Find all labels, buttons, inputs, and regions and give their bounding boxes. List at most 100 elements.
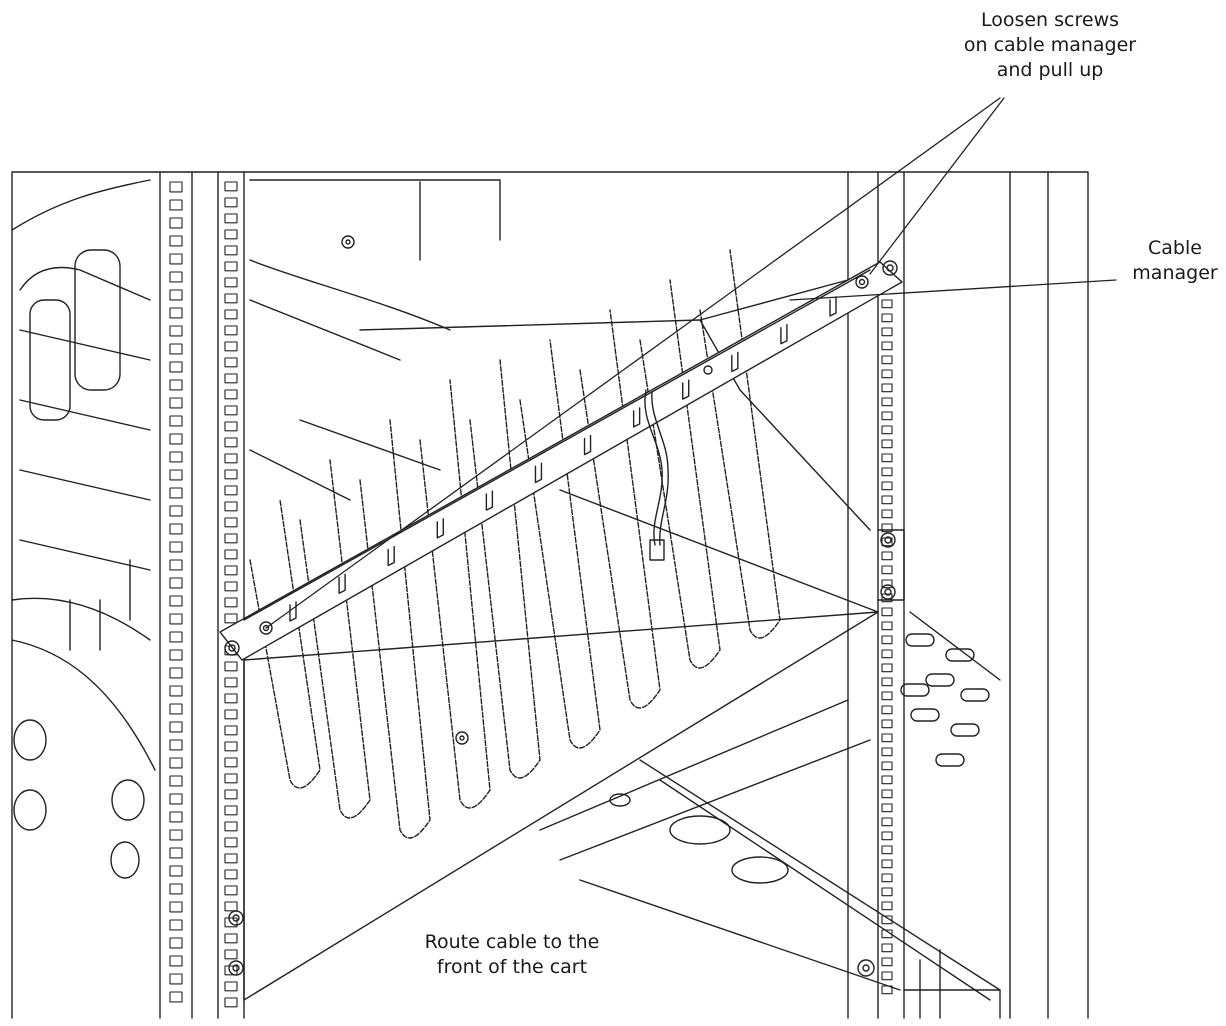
rail-slot: [169, 253, 183, 265]
manager-tab: [682, 379, 690, 400]
rail-slot: [224, 613, 238, 624]
rail-slot: [169, 343, 183, 355]
rail-slot: [224, 581, 238, 592]
rail-slot: [169, 433, 183, 445]
rail-slot: [881, 565, 893, 575]
rail-slot: [224, 517, 238, 528]
rail-slot: [224, 709, 238, 720]
rail-slot: [881, 803, 893, 813]
back-panel: [249, 179, 871, 531]
slot-divider: [699, 249, 781, 639]
slot-divider: [359, 419, 431, 839]
rail-slot: [169, 541, 183, 553]
rail-slot: [169, 955, 183, 967]
rail-slot: [169, 595, 183, 607]
shelf-screws: [228, 235, 896, 977]
rail-slot: [881, 831, 893, 841]
rail-slot: [881, 775, 893, 785]
rail-slot: [169, 235, 183, 247]
rail-slot: [881, 747, 893, 757]
callout-line: and pull up: [996, 59, 1104, 81]
rail-slot: [881, 971, 893, 981]
rail-slot: [881, 495, 893, 505]
callout-line: on cable manager: [963, 34, 1137, 56]
rail-slot: [224, 997, 238, 1008]
rail-slot: [169, 703, 183, 715]
rail-slot: [224, 229, 238, 240]
slot-dividers: [249, 249, 781, 839]
rail-slot: [169, 361, 183, 373]
rail-slot: [881, 705, 893, 715]
rail-slot: [224, 949, 238, 960]
rail-slot: [881, 481, 893, 491]
rail-slot: [224, 453, 238, 464]
rail-slot: [881, 887, 893, 897]
rail-slot: [224, 341, 238, 352]
rail-slot: [881, 299, 893, 309]
callout-route-cable: Route cable to the front of the cart: [392, 930, 632, 980]
manager-tab: [338, 573, 346, 594]
rail-slot: [881, 369, 893, 379]
callout-line: front of the cart: [436, 956, 588, 978]
slot-divider: [249, 499, 321, 789]
cable: [644, 389, 669, 561]
rail-slot: [169, 469, 183, 481]
rail-slot: [169, 631, 183, 643]
rail-slot: [169, 523, 183, 535]
rail-slot: [169, 307, 183, 319]
rail-slot: [224, 469, 238, 480]
rail-slot: [224, 485, 238, 496]
slot-divider: [299, 459, 371, 819]
rail-slot: [169, 415, 183, 427]
rail-slot: [224, 917, 238, 928]
callout-line: Cable: [1148, 237, 1202, 259]
rail-slot: [881, 523, 893, 533]
rail-slot: [169, 667, 183, 679]
vent-slot: [950, 723, 980, 737]
rail-slot: [169, 271, 183, 283]
cable-manager-bar: [219, 260, 903, 661]
vent-slot: [925, 673, 955, 687]
right-rail: [847, 171, 905, 1019]
slot-divider: [519, 339, 601, 749]
rail-slot: [169, 829, 183, 841]
rail-slot: [881, 537, 893, 547]
rail-slot: [881, 915, 893, 925]
rail-slot: [224, 869, 238, 880]
rail-slot: [224, 437, 238, 448]
rail-slot: [881, 817, 893, 827]
rail-slot: [881, 957, 893, 967]
rear-left-rail: [159, 171, 193, 1019]
rail-slot: [224, 789, 238, 800]
rail-slot: [881, 579, 893, 589]
rail-slot: [224, 245, 238, 256]
shelf: [243, 489, 1001, 1001]
vent-slot: [900, 683, 930, 697]
vent-slots: [900, 633, 990, 767]
manager-tab: [436, 518, 444, 539]
rail-slot: [881, 873, 893, 883]
rail-slot: [224, 309, 238, 320]
rail-slot: [224, 213, 238, 224]
rail-slot: [881, 509, 893, 519]
rail-slot: [881, 677, 893, 687]
callout-line: Loosen screws: [980, 9, 1120, 31]
callout-line: manager: [1132, 262, 1218, 284]
rail-slot: [169, 883, 183, 895]
rail-slot: [169, 739, 183, 751]
rail-slot: [881, 327, 893, 337]
rail-slot: [881, 467, 893, 477]
rail-slot: [224, 181, 238, 192]
rail-slot: [881, 635, 893, 645]
rail-slot: [224, 741, 238, 752]
slot-divider: [579, 309, 661, 709]
rail-slot: [224, 885, 238, 896]
left-side-details: [11, 179, 156, 879]
rail-slot: [169, 451, 183, 463]
rail-slot: [169, 811, 183, 823]
rail-slot: [881, 453, 893, 463]
outer-frame: [11, 171, 1089, 1019]
rail-slot: [169, 325, 183, 337]
rail-slot: [224, 597, 238, 608]
rail-slot: [881, 313, 893, 323]
